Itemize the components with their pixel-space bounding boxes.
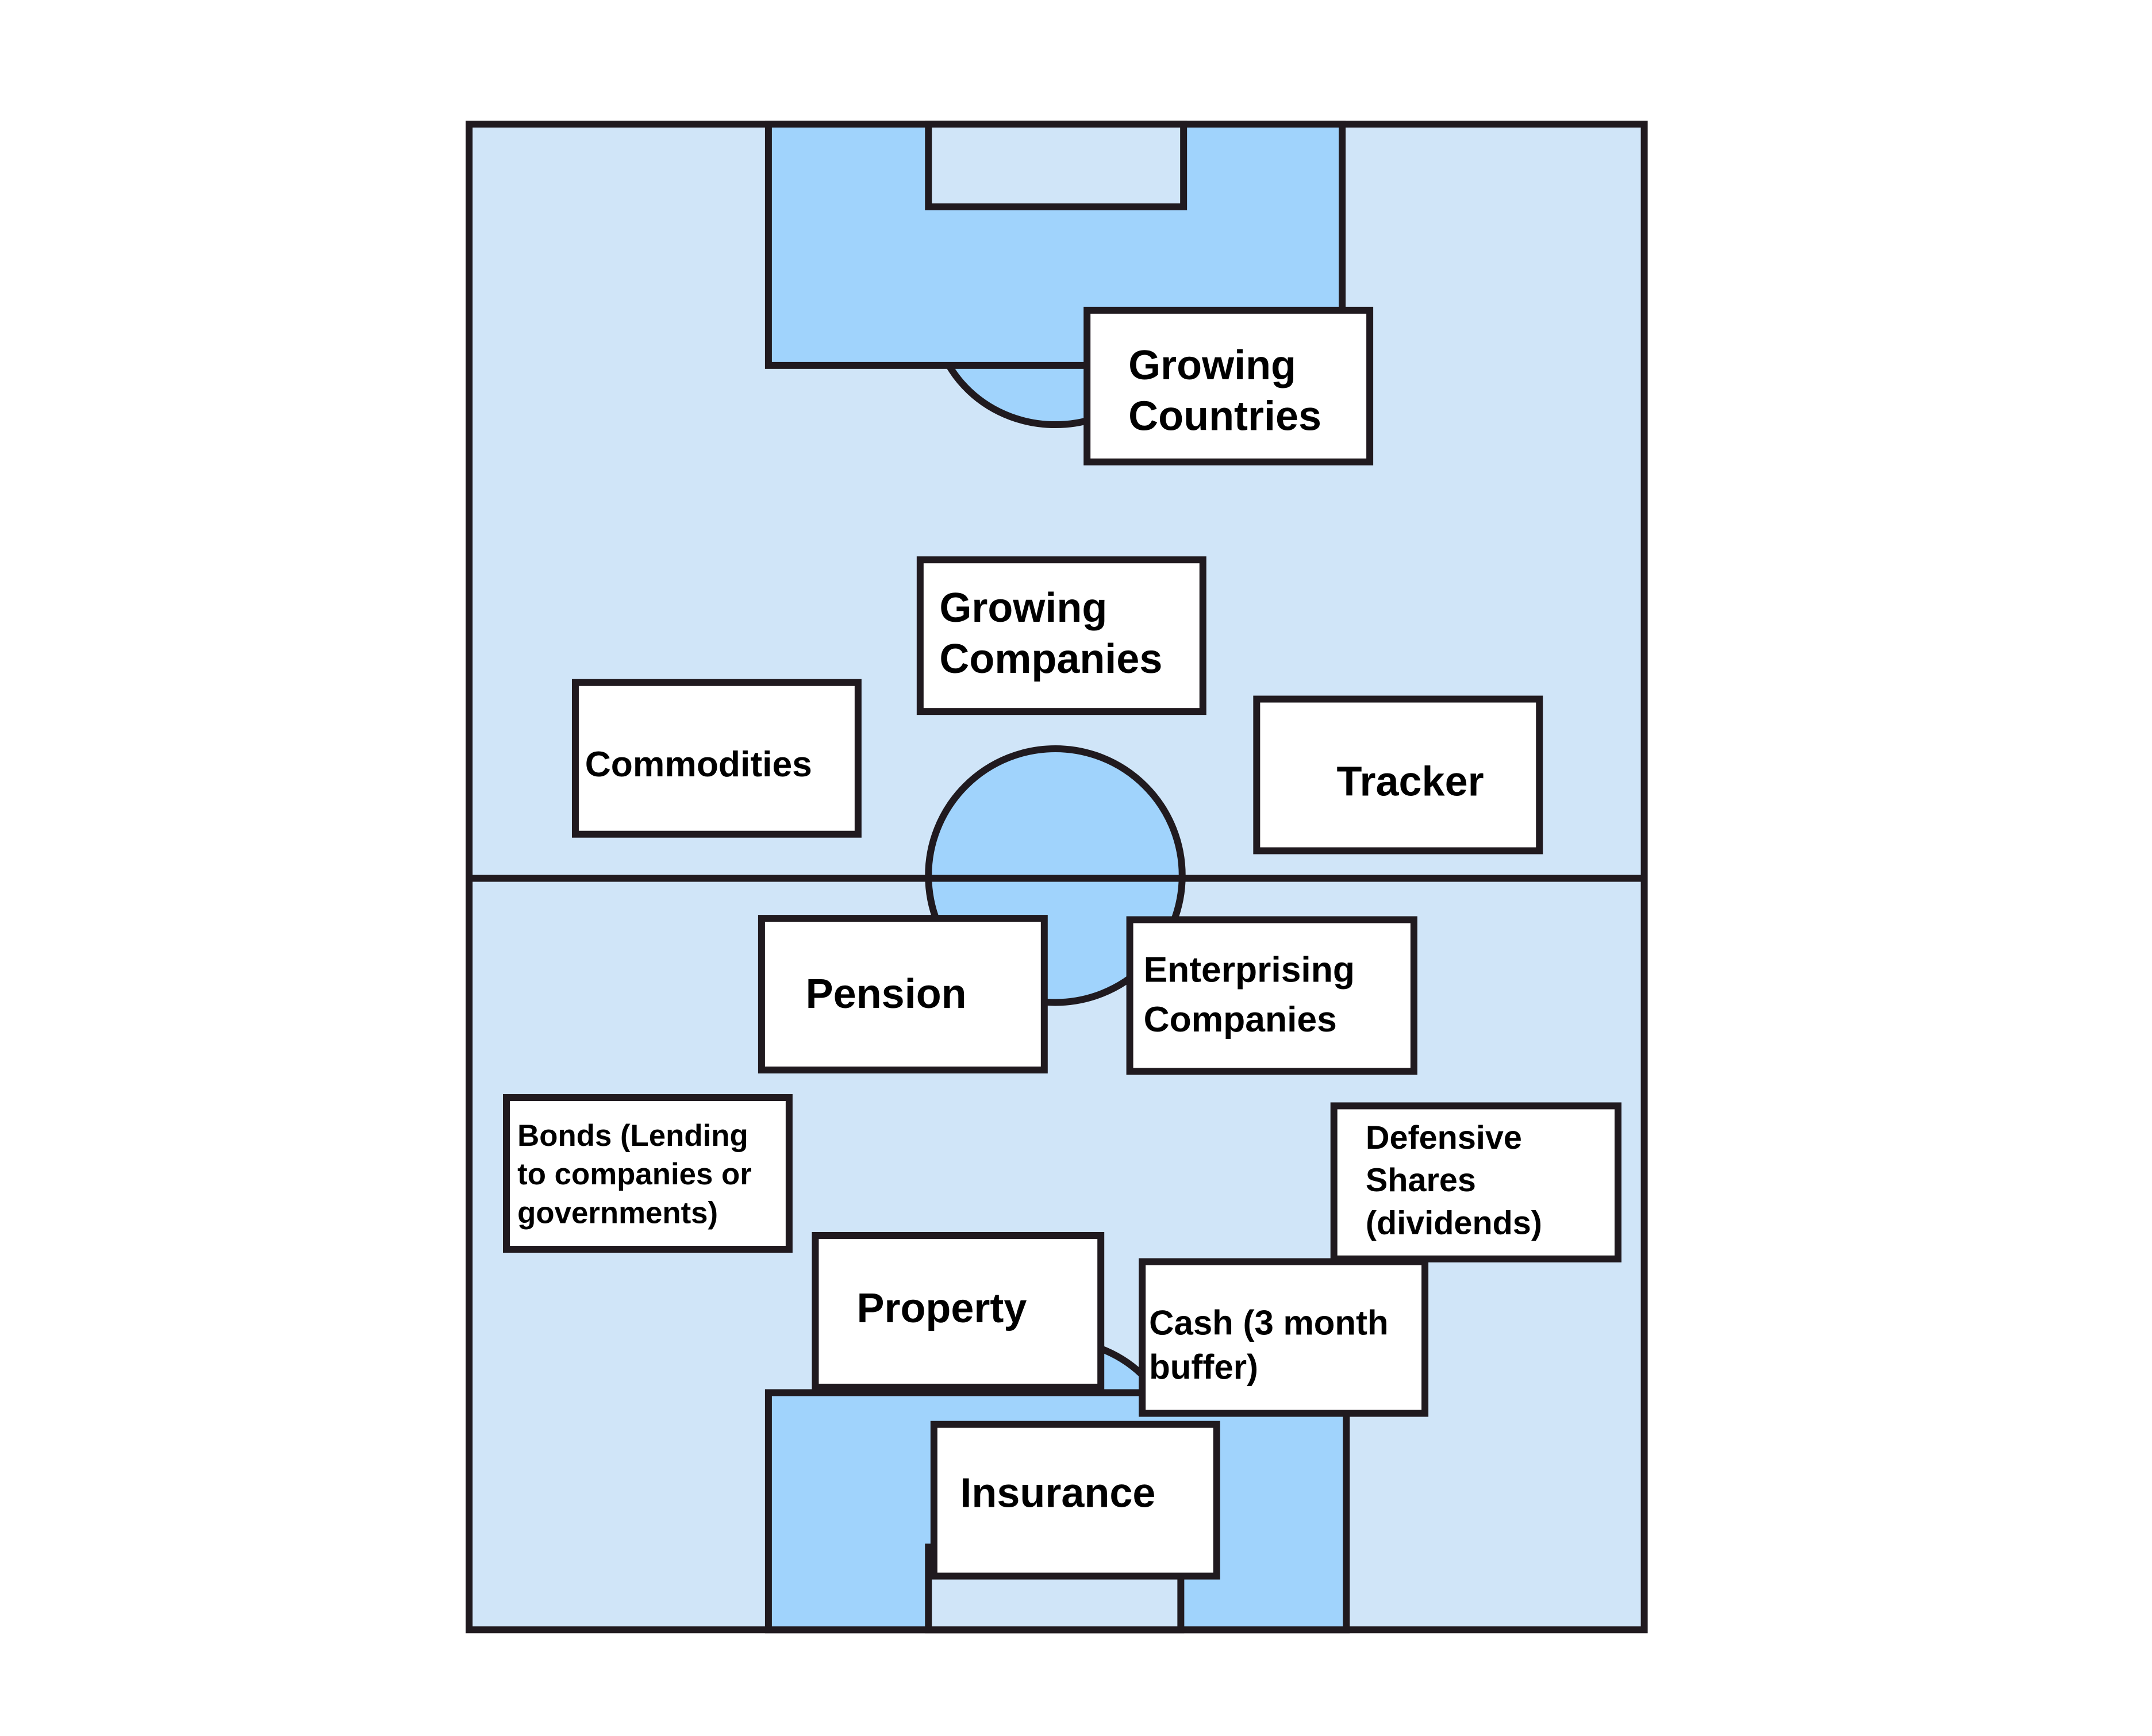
label-text: Companies <box>939 636 1162 682</box>
label-text: Companies <box>1144 1000 1337 1040</box>
label-box <box>1126 916 1417 1075</box>
label-box <box>1253 695 1543 854</box>
label-text: Growing <box>939 585 1107 631</box>
label-text: Cash (3 month <box>1149 1304 1388 1342</box>
label-text: Growing <box>1128 342 1296 388</box>
label-text: Pension <box>806 971 967 1017</box>
label-text: Property <box>856 1285 1027 1331</box>
label-commodities: Commodities <box>571 679 862 838</box>
label-box <box>502 1094 793 1253</box>
label-text: Commodities <box>585 745 812 784</box>
label-text: (dividends) <box>1366 1205 1542 1242</box>
label-box <box>1083 306 1374 465</box>
label-box <box>758 915 1048 1074</box>
label-text: Cash (3 month buffer) <box>1149 1304 1388 1387</box>
label-text: buffer) <box>1149 1348 1258 1387</box>
label-insurance: Insurance <box>930 1421 1220 1580</box>
label-box <box>1139 1258 1429 1417</box>
label-box <box>916 556 1206 715</box>
label-cash: Cash (3 month buffer) <box>1139 1258 1429 1417</box>
label-text: Enterprising <box>1144 950 1355 990</box>
label-text: Bonds (Lending <box>517 1119 748 1153</box>
label-pension: Pension <box>758 915 1048 1074</box>
label-text: Countries <box>1128 394 1321 440</box>
label-tracker: Tracker <box>1253 695 1543 854</box>
label-text: Insurance <box>960 1471 1155 1516</box>
label-property: Property <box>812 1231 1105 1391</box>
label-text: Shares <box>1366 1162 1476 1199</box>
top-goal-box <box>925 120 1188 210</box>
label-text: Defensive <box>1366 1119 1522 1156</box>
label-text: Bonds (Lending to companies or governments… <box>517 1119 752 1230</box>
label-text: to companies or <box>517 1157 752 1191</box>
label-bonds: Bonds (Lending to companies or governments… <box>502 1094 793 1253</box>
label-box <box>930 1421 1220 1580</box>
label-text: Tracker <box>1337 759 1484 805</box>
label-box <box>812 1231 1105 1391</box>
label-box <box>1330 1102 1622 1262</box>
label-box <box>571 679 862 838</box>
label-text: governments) <box>517 1196 718 1230</box>
